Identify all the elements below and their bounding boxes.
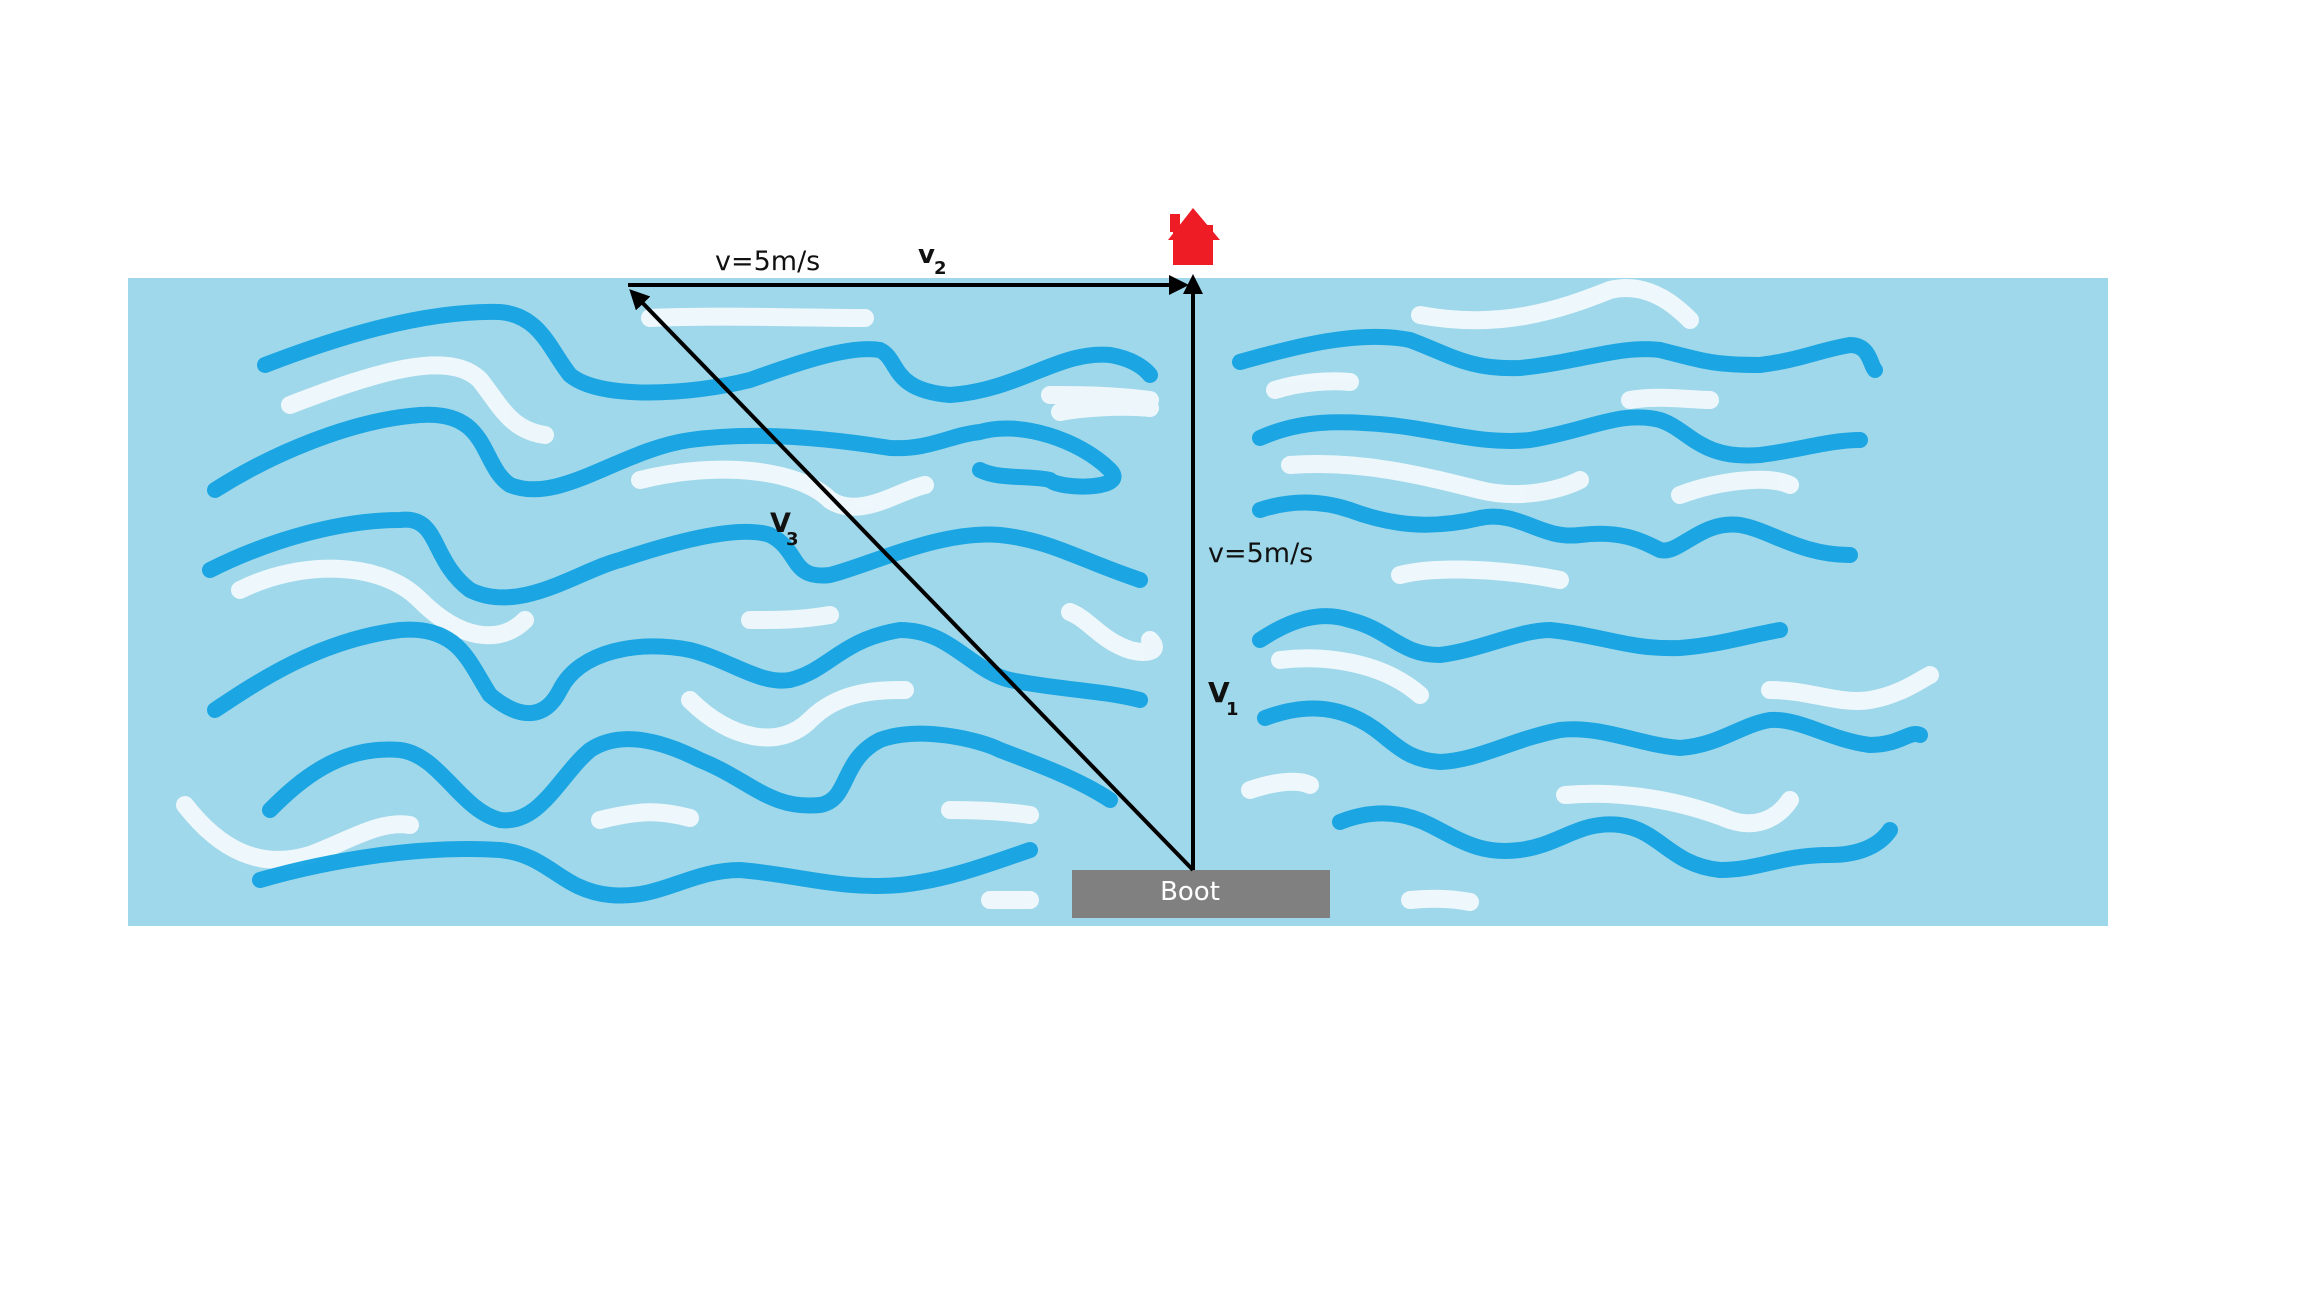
house-icon: [1168, 208, 1220, 265]
foam-waves: [176, 279, 1939, 911]
boat-label: Boot: [1160, 877, 1220, 907]
blue-waves: [202, 303, 1928, 904]
v3-subscript: 3: [786, 529, 799, 550]
waves: [176, 279, 1939, 911]
boat-body: [1072, 870, 1330, 918]
v1-label: V 1: [1208, 676, 1239, 720]
v2-speed-label: v=5m/s: [715, 246, 820, 277]
boat: Boot: [1072, 870, 1330, 918]
v1-symbol: V: [1208, 676, 1230, 709]
v3-symbol: V: [770, 508, 791, 539]
v2-subscript: 2: [934, 258, 947, 279]
velocity-vectors: [628, 274, 1203, 872]
vector-v3: [629, 289, 1195, 872]
v1-speed-label: v=5m/s: [1208, 538, 1313, 569]
v2-label: v 2: [918, 240, 947, 279]
v2-symbol: v: [918, 240, 935, 270]
v1-subscript: 1: [1226, 699, 1239, 720]
v3-label: V 3: [770, 508, 799, 550]
